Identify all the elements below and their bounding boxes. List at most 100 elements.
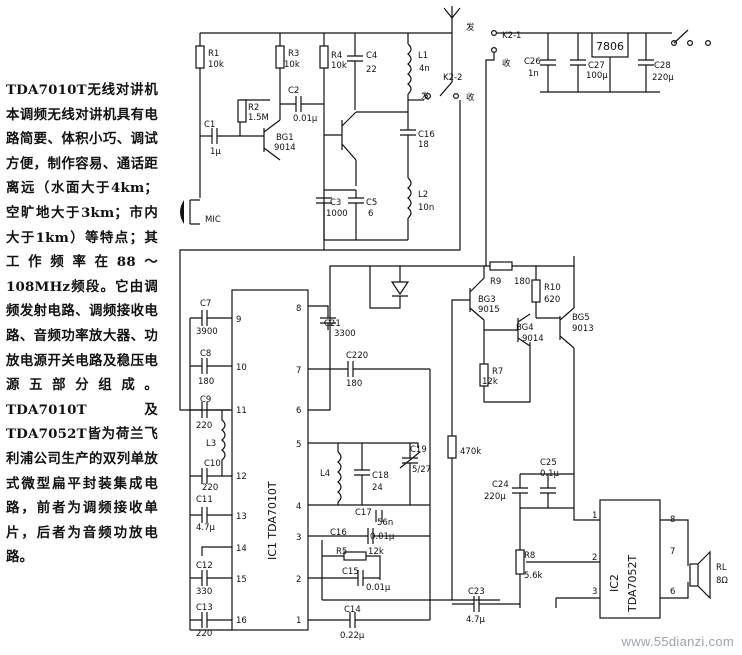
resistor-470k <box>447 435 457 459</box>
ic1-pin15: 15 <box>236 575 247 585</box>
c4-ref: C4 <box>366 51 377 61</box>
c3-ref: C3 <box>330 198 341 208</box>
ic1-pin4: 4 <box>296 502 301 512</box>
ic1-pin16: 16 <box>236 616 247 626</box>
c16-ref: C16 <box>418 130 435 140</box>
mic-label: MIC <box>205 215 221 225</box>
bg1-value: 9014 <box>274 143 296 153</box>
k21-ref: K2-1 <box>502 31 521 41</box>
transistor-oscillator <box>324 111 357 161</box>
r7-ref: R7 <box>492 367 503 377</box>
c17-ref: C17 <box>355 508 372 518</box>
inductor-l2 <box>407 177 412 219</box>
transistor-bg5 <box>536 266 575 349</box>
r3-ref: R3 <box>288 49 299 59</box>
ic1-pin7: 7 <box>296 366 301 376</box>
r9-ref: R9 <box>490 277 501 287</box>
inductor-l4 <box>337 451 342 503</box>
c7-ref: C7 <box>200 299 211 309</box>
c2-value: 0.01μ <box>293 114 318 124</box>
c12-ref: C12 <box>196 561 213 571</box>
ic2-pin7: 7 <box>670 547 675 557</box>
receiver-section: IC1 TDA7010T 9 10 11 12 13 14 15 16 8 7 … <box>189 250 500 641</box>
c1-ref: C1 <box>204 120 215 130</box>
varactor-diode-icon <box>369 281 410 309</box>
watermark: www.55dianzi.com <box>621 634 734 649</box>
l2-value: 10n <box>418 203 434 213</box>
c16b-ref: C16 <box>330 528 347 538</box>
ic2-value: TDA7052T <box>626 554 639 613</box>
resistor-r9 <box>489 261 513 271</box>
ic2-pin3: 3 <box>592 587 597 597</box>
l3-ref: L3 <box>206 439 216 449</box>
transistor-bg1 <box>240 119 281 161</box>
regulator-label: 7806 <box>596 40 624 53</box>
r2-value: 1.5M <box>248 113 269 123</box>
rl-ref: RL <box>716 563 727 573</box>
c19-value: 5/27 <box>412 465 431 475</box>
c18-value: 24 <box>372 483 383 493</box>
c25-ref: C25 <box>540 458 557 468</box>
c16-value: 18 <box>418 140 429 150</box>
resistor-r4 <box>319 45 329 69</box>
c26-ref: C26 <box>524 57 541 67</box>
c220-ref: C220 <box>346 351 368 361</box>
bg1-ref: BG1 <box>276 133 294 143</box>
inductor-l1 <box>407 43 412 95</box>
power-switch-icon <box>670 29 711 46</box>
ic1-pin13: 13 <box>236 512 247 522</box>
r5-ref: R5 <box>336 547 347 557</box>
article-title: TDA7010T无线对讲机 <box>6 82 158 98</box>
c14-value: 0.22μ <box>340 631 365 641</box>
r4-ref: R4 <box>331 51 342 61</box>
r4-value: 10k <box>331 61 347 71</box>
c24-value: 220μ <box>484 492 506 502</box>
c25-value: 0.1μ <box>540 469 560 479</box>
transistor-bg3 <box>451 266 485 436</box>
ic1-pin1: 1 <box>296 616 301 626</box>
ic1-pin9: 9 <box>236 315 241 325</box>
antenna-icon <box>443 6 461 19</box>
c10-ref: C10 <box>204 459 221 469</box>
c7-value: 3900 <box>196 327 218 337</box>
c14-ref: C14 <box>344 605 361 615</box>
ic1-body <box>231 289 309 631</box>
resistor-r2 <box>237 99 247 123</box>
r7-value: 12k <box>482 377 498 387</box>
description-text: TDA7010T无线对讲机 本调频无线对讲机具有电路简要、体积小巧、调试方便，制… <box>6 78 158 570</box>
ic1-pin12: 12 <box>236 472 247 482</box>
amplifier-section: R9 180 BG3 9015 R7 12k R10 620 BG4 9014 <box>447 256 728 625</box>
c21-ref: C21 <box>324 319 341 329</box>
resistor-r8 <box>515 549 525 575</box>
c28-ref: C28 <box>654 61 671 71</box>
l1-ref: L1 <box>418 51 428 61</box>
ic1-pin11: 11 <box>236 406 247 416</box>
k22-tx-label: 发 <box>421 91 430 102</box>
l2-ref: L2 <box>418 190 428 200</box>
ic1-left-pins: 9 10 11 12 13 14 15 16 <box>236 315 247 626</box>
r5-value: 12k <box>368 547 384 557</box>
c9-ref: C9 <box>200 395 211 405</box>
c15-value: 0.01μ <box>366 583 391 593</box>
c27-ref: C27 <box>588 61 605 71</box>
c23-ref: C23 <box>468 587 485 597</box>
r1-value: 10k <box>208 60 224 70</box>
c1-value: 1μ <box>210 147 221 157</box>
bg3-value: 9015 <box>478 305 500 315</box>
c8-ref: C8 <box>200 349 211 359</box>
c28-value: 220μ <box>652 73 674 83</box>
c11-value: 4.7μ <box>196 523 216 533</box>
ic1-right-pins: 8 7 6 5 4 3 2 1 <box>296 304 301 626</box>
c11-ref: C11 <box>196 495 213 505</box>
r10-value: 620 <box>544 295 560 305</box>
c15-ref: C15 <box>342 567 359 577</box>
c16b-value: 0.01μ <box>370 532 395 542</box>
ic1-pin14: 14 <box>236 544 247 554</box>
r3-value: 10k <box>284 60 300 70</box>
c5-value: 6 <box>368 209 373 219</box>
r1-ref: R1 <box>208 49 219 59</box>
c26-value: 1n <box>528 69 539 79</box>
ic1-pin10: 10 <box>236 363 247 373</box>
ic1-pin6: 6 <box>296 406 301 416</box>
